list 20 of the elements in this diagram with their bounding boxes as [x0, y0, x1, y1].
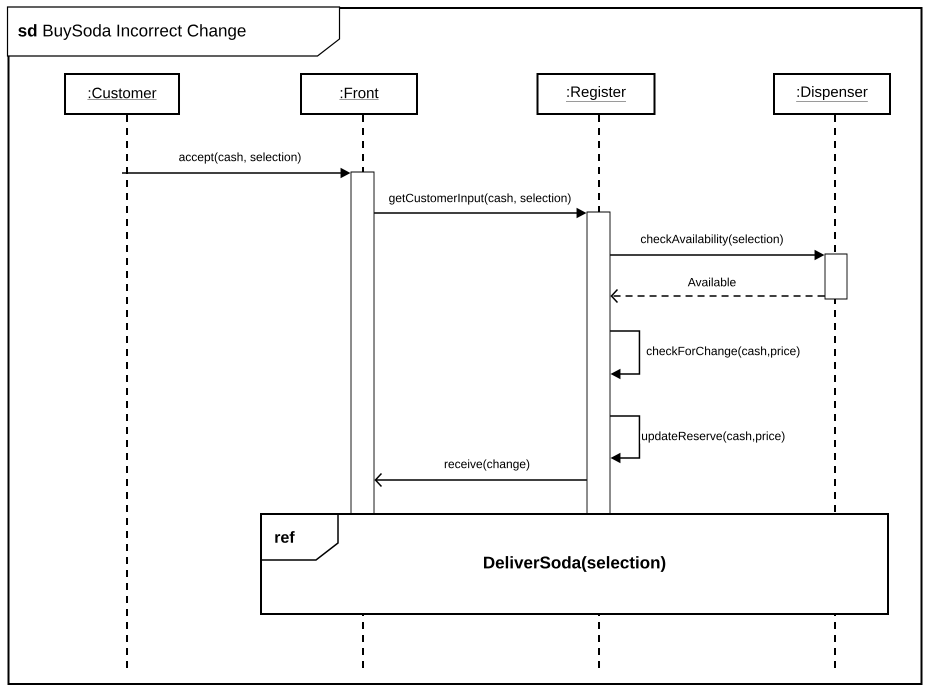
- activation-bar: [586, 212, 610, 514]
- message-label: getCustomerInput(cash, selection): [388, 192, 572, 206]
- message-label: Available: [686, 276, 738, 288]
- message-arrow: [610, 289, 825, 303]
- message-arrow: [610, 330, 640, 380]
- activation-bar: [350, 172, 374, 514]
- message-arrow: [374, 472, 587, 487]
- message-arrow: [610, 415, 640, 464]
- frame-heading: sd BuySoda Incorrect Change: [6, 6, 340, 57]
- activation-bar: [824, 254, 848, 300]
- lifeline-head: :Customer: [64, 73, 180, 115]
- lifeline-head: :Register: [536, 73, 656, 115]
- message-label: receive(change): [442, 458, 532, 472]
- lifeline-head: :Dispenser: [773, 73, 891, 115]
- message-label: updateReserve(cash,price): [640, 430, 786, 444]
- lifeline-head: :Front: [300, 73, 418, 115]
- message-label: checkAvailability(selection): [639, 233, 785, 247]
- ref-frame: DeliverSoda(selection) ref: [260, 513, 889, 615]
- message-label: accept(cash, selection): [178, 151, 302, 165]
- message-label: checkForChange(cash,price): [645, 345, 802, 359]
